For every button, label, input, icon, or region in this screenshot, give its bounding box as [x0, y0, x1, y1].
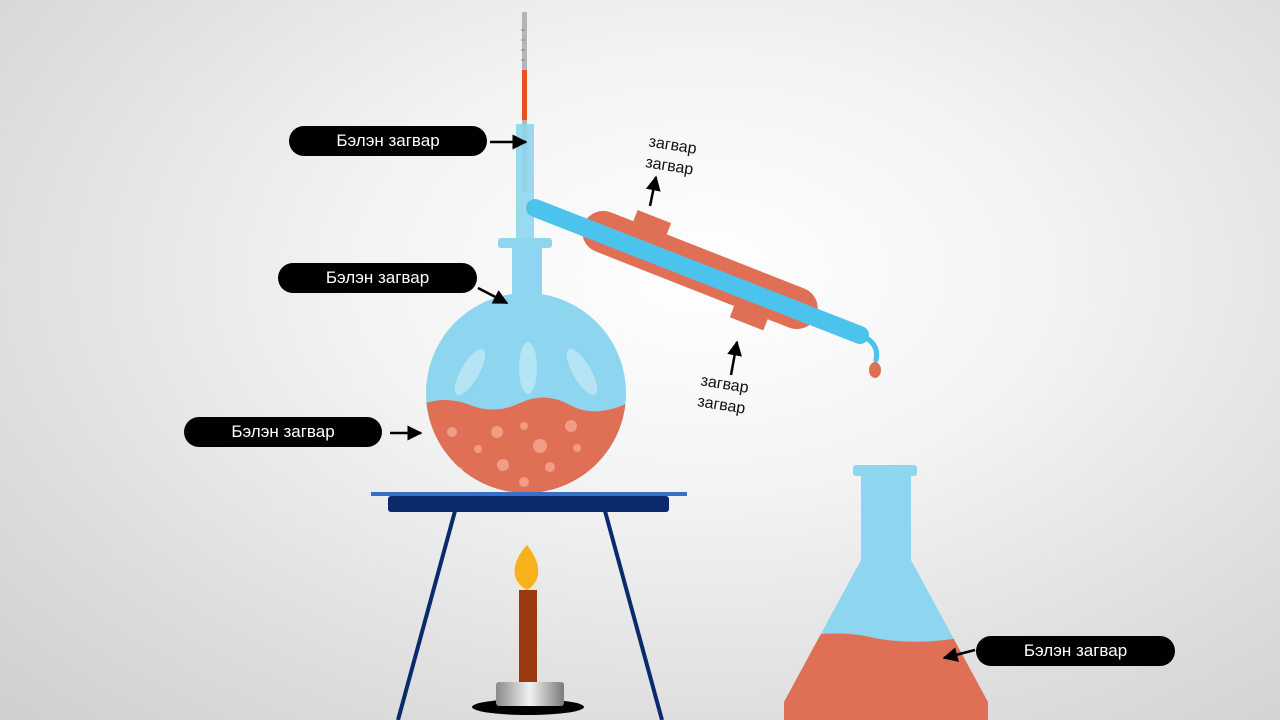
- round-bottom-flask: [426, 293, 626, 493]
- tripod-stand: [371, 492, 687, 720]
- thermometer-label: Бэлэн загвар: [289, 126, 487, 156]
- condenser: [526, 199, 881, 378]
- still-head: [498, 124, 552, 298]
- pointer-arrows: [390, 134, 976, 662]
- flask-neck-label: Бэлэн загвар: [278, 263, 477, 293]
- thermometer: [521, 12, 527, 192]
- receiving-flask: [784, 465, 988, 720]
- receiving-flask-label: Бэлэн загвар: [976, 636, 1175, 666]
- burner: [472, 545, 584, 715]
- liquid-label: Бэлэн загвар: [184, 417, 382, 447]
